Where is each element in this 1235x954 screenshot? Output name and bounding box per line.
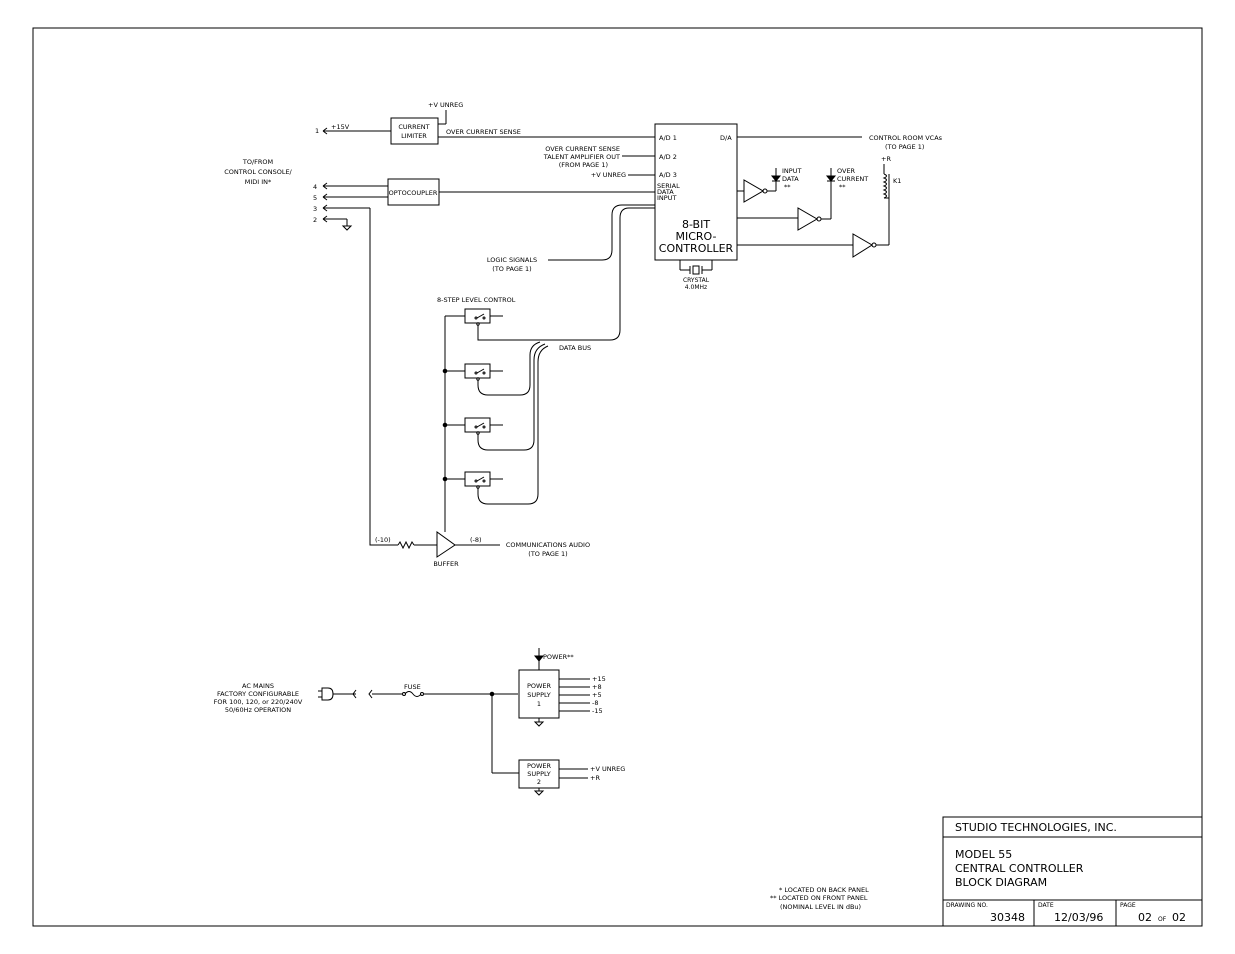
drawing-title-3: BLOCK DIAGRAM	[955, 876, 1047, 889]
note-3: (NOMINAL LEVEL IN dBu)	[780, 903, 861, 911]
input-led-label-1: INPUT	[782, 167, 801, 175]
drawing-no-label: DRAWING NO.	[946, 902, 988, 909]
mains-label-1: AC MAINS	[242, 682, 274, 690]
microcontroller-block	[654, 123, 738, 261]
logic-label-1: LOGIC SIGNALS	[487, 256, 537, 264]
buffer-label: BUFFER	[433, 560, 459, 568]
console-label-3: MIDI IN*	[245, 178, 272, 186]
date-value: 12/03/96	[1054, 911, 1103, 924]
console-label-1: TO/FROM	[242, 158, 273, 166]
mcu-title-3: CONTROLLER	[659, 242, 734, 255]
ps2-line-2: SUPPLY	[527, 770, 550, 778]
input-led-label-2: DATA	[782, 175, 799, 183]
vca-label-2: (TO PAGE 1)	[885, 143, 924, 151]
relay-supply: +R	[881, 155, 891, 163]
ps1-out-5: -15	[592, 707, 603, 715]
ac-plug-icon	[321, 687, 334, 701]
over-current-sense-label: OVER CURRENT SENSE	[446, 128, 521, 136]
page-number: 02	[1138, 911, 1152, 924]
pin-1: 1	[315, 127, 319, 135]
mains-label-2: FACTORY CONFIGURABLE	[217, 690, 299, 698]
mains-label-3: FOR 100, 120, or 220/240V	[214, 698, 303, 706]
page-label: PAGE	[1120, 902, 1136, 909]
current-limiter-block	[390, 117, 439, 145]
port-ad3: A/D 3	[659, 171, 677, 179]
title-block	[942, 816, 1203, 927]
mcu-title-2: MICRO-	[676, 230, 717, 243]
limiter-line-2: LIMITER	[401, 132, 427, 140]
buffer-in-level: (-10)	[375, 536, 391, 544]
mcu-input-2: TALENT AMPLIFIER OUT	[543, 153, 620, 161]
buffer-out-level: (-8)	[470, 536, 482, 544]
ps2-out-1: +V UNREG	[590, 765, 625, 773]
ps1-line-2: SUPPLY	[527, 691, 550, 699]
over-led-label-3: **	[839, 183, 846, 191]
limiter-line-1: CURRENT	[398, 123, 429, 131]
pin-3: 3	[313, 205, 317, 213]
relay-label: K1	[893, 177, 901, 185]
fuse-label: FUSE	[404, 683, 421, 691]
mcu-input-3: (FROM PAGE 1)	[559, 161, 608, 169]
port-ad2: A/D 2	[659, 153, 677, 161]
pin-4: 4	[313, 183, 317, 191]
sheet-border	[32, 27, 1203, 927]
note-2: ** LOCATED ON FRONT PANEL	[770, 894, 868, 902]
audio-dest-2: (TO PAGE 1)	[528, 550, 567, 558]
mcu-input-1: OVER CURRENT SENSE	[545, 145, 620, 153]
page-total: 02	[1172, 911, 1186, 924]
pin-5: 5	[313, 194, 317, 202]
ps2-out-2: +R	[590, 774, 600, 782]
limiter-supply: +V UNREG	[428, 101, 463, 109]
date-label: DATE	[1038, 902, 1054, 909]
page-of: OF	[1158, 916, 1167, 923]
over-led-label-2: CURRENT	[837, 175, 868, 183]
level-control-label: 8-STEP LEVEL CONTROL	[437, 296, 516, 304]
ps2-line-1: POWER	[527, 762, 552, 770]
port-data: DATA	[657, 188, 674, 196]
console-label-2: CONTROL CONSOLE/	[224, 168, 292, 176]
mcu-title-1: 8-BIT	[682, 218, 710, 231]
ps1-line-3: 1	[537, 700, 541, 708]
crystal-label-1: CRYSTAL	[683, 277, 710, 284]
ps1-line-1: POWER	[527, 682, 552, 690]
ps2-line-3: 2	[537, 778, 541, 786]
logic-label-2: (TO PAGE 1)	[492, 265, 531, 273]
ps1-out-1: +15	[592, 675, 606, 683]
crystal-label-2: 4.0MHz	[685, 284, 707, 291]
optocoupler-label: OPTOCOUPLER	[389, 189, 438, 197]
pin-2: 2	[313, 216, 317, 224]
note-1: * LOCATED ON BACK PANEL	[779, 886, 869, 894]
port-da: D/A	[720, 134, 732, 142]
audio-dest-1: COMMUNICATIONS AUDIO	[506, 541, 590, 549]
buffer-amp	[436, 531, 456, 558]
drawing-title-1: MODEL 55	[955, 848, 1012, 861]
drawing-title-2: CENTRAL CONTROLLER	[955, 862, 1084, 875]
port-ad1: A/D 1	[659, 134, 677, 142]
ps1-out-2: +8	[592, 683, 602, 691]
port-serial: SERIAL	[657, 182, 680, 190]
mains-label-4: 50/60Hz OPERATION	[225, 706, 291, 714]
ps1-out-3: +5	[592, 691, 602, 699]
vca-label-1: CONTROL ROOM VCAs	[869, 134, 943, 142]
input-voltage: +15V	[331, 123, 350, 131]
power-switch-label: POWER**	[543, 653, 574, 661]
port-input: INPUT	[657, 194, 676, 202]
mcu-input-4: +V UNREG	[591, 171, 626, 179]
ps1-out-4: -8	[592, 699, 598, 707]
over-led-label-1: OVER	[837, 167, 856, 175]
data-bus-label: DATA BUS	[559, 344, 591, 352]
drawing-no: 30348	[990, 911, 1025, 924]
company-name: STUDIO TECHNOLOGIES, INC.	[955, 821, 1117, 834]
input-led-label-3: **	[784, 183, 791, 191]
